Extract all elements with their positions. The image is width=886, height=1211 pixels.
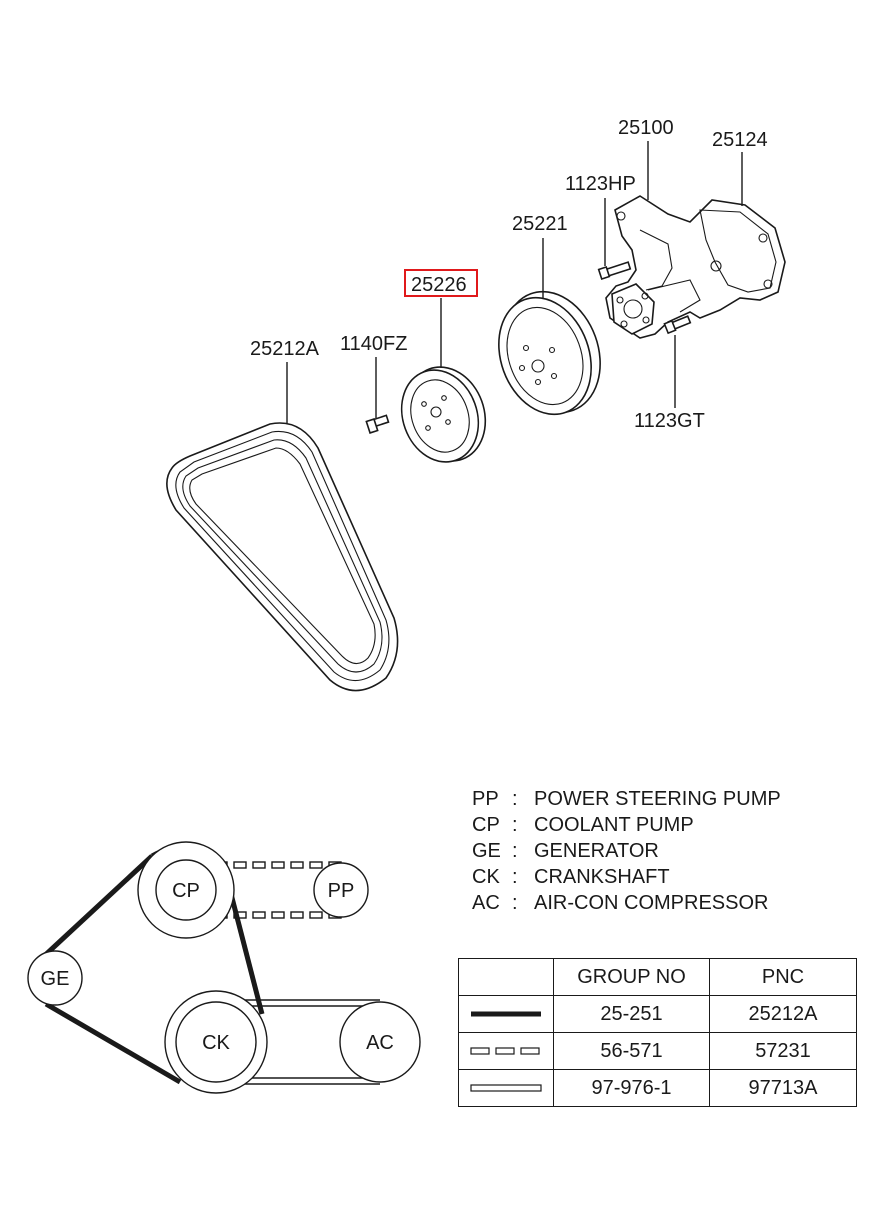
svg-text:25226: 25226	[411, 274, 467, 296]
node-ck: CK	[164, 990, 268, 1094]
belt-routing-schematic: CP PP GE CK AC	[27, 841, 421, 1094]
bolt-1123gt[interactable]	[663, 315, 692, 335]
table-header-row: GROUP NO PNC	[458, 958, 857, 996]
table-row: 97-976-1 97713A	[458, 1069, 857, 1107]
bolt-1140fz[interactable]	[365, 414, 390, 434]
svg-text:1123GT: 1123GT	[634, 410, 705, 432]
legend-sep: :	[512, 892, 518, 914]
legend-abbr: CP	[472, 814, 500, 836]
dashed-line-swatch	[470, 1047, 540, 1055]
legend-text: AIR-CON COMPRESSOR	[534, 892, 769, 914]
parts-table: GROUP NO PNC 25-251 25212A 56-571 57231 …	[458, 958, 857, 1107]
pnc-cell[interactable]: 57231	[709, 1032, 857, 1070]
header-line-style	[458, 958, 554, 996]
callout-1123gt: 1123GT	[634, 335, 705, 432]
table-row: 56-571 57231	[458, 1032, 857, 1070]
legend-abbr: GE	[472, 840, 501, 862]
header-group-no: GROUP NO	[553, 958, 710, 996]
svg-text:25221: 25221	[512, 213, 568, 235]
legend-abbr: AC	[472, 892, 500, 914]
node-ge: GE	[27, 950, 83, 1006]
legend-row: CP: COOLANT PUMP	[472, 812, 781, 838]
line-style-double-outline	[458, 1069, 554, 1107]
legend-sep: :	[512, 840, 518, 862]
legend-text: GENERATOR	[534, 840, 659, 862]
legend-row: CK: CRANKSHAFT	[472, 864, 781, 890]
pnc-cell[interactable]: 97713A	[709, 1069, 857, 1107]
water-pump[interactable]	[605, 195, 786, 339]
legend-abbr: PP	[472, 788, 499, 810]
svg-text:CK: CK	[202, 1032, 230, 1054]
svg-text:1140FZ: 1140FZ	[340, 333, 407, 355]
svg-text:PP: PP	[328, 880, 355, 902]
v-ribbed-belt[interactable]	[166, 422, 399, 692]
callout-25226: 25226	[404, 269, 478, 368]
svg-text:AC: AC	[366, 1032, 394, 1054]
callout-1140fz: 1140FZ	[340, 333, 407, 418]
legend-text: POWER STEERING PUMP	[534, 788, 781, 810]
table-row: 25-251 25212A	[458, 995, 857, 1033]
idler-pulley[interactable]	[389, 356, 498, 473]
svg-text:25212A: 25212A	[250, 338, 320, 360]
legend-sep: :	[512, 866, 518, 888]
node-cp: CP	[137, 841, 235, 939]
pnc-cell[interactable]: 25212A	[709, 995, 857, 1033]
legend-sep: :	[512, 788, 518, 810]
svg-text:25100: 25100	[618, 117, 674, 139]
callout-25124: 25124	[712, 129, 768, 206]
legend-row: GE: GENERATOR	[472, 838, 781, 864]
legend-text: CRANKSHAFT	[534, 866, 670, 888]
callout-25212a: 25212A	[250, 338, 320, 424]
callout-1123hp: 1123HP	[565, 173, 636, 266]
svg-text:25124: 25124	[712, 129, 768, 151]
legend-row: PP: POWER STEERING PUMP	[472, 786, 781, 812]
callout-25221: 25221	[512, 213, 568, 298]
legend-sep: :	[512, 814, 518, 836]
callout-25100: 25100	[618, 117, 674, 200]
line-style-dashed	[458, 1032, 554, 1070]
header-pnc: PNC	[709, 958, 857, 996]
node-ac: AC	[339, 1001, 421, 1083]
group-no-cell[interactable]: 25-251	[553, 995, 710, 1033]
legend-row: AC: AIR-CON COMPRESSOR	[472, 890, 781, 916]
legend-text: COOLANT PUMP	[534, 814, 694, 836]
group-no-cell[interactable]: 56-571	[553, 1032, 710, 1070]
line-style-solid-thick	[458, 995, 554, 1033]
outline-line-swatch	[470, 1084, 542, 1092]
node-pp: PP	[313, 862, 369, 918]
highlight-box	[404, 269, 478, 297]
coolant-pump-pulley[interactable]	[483, 278, 616, 427]
solid-line-swatch	[471, 1011, 541, 1017]
svg-text:GE: GE	[41, 968, 70, 990]
bolt-1123hp[interactable]	[597, 261, 632, 280]
legend-abbr: CK	[472, 866, 500, 888]
abbreviation-legend: PP: POWER STEERING PUMP CP: COOLANT PUMP G…	[472, 786, 781, 916]
svg-text:1123HP: 1123HP	[565, 173, 636, 195]
group-no-cell[interactable]: 97-976-1	[553, 1069, 710, 1107]
svg-text:CP: CP	[172, 880, 200, 902]
